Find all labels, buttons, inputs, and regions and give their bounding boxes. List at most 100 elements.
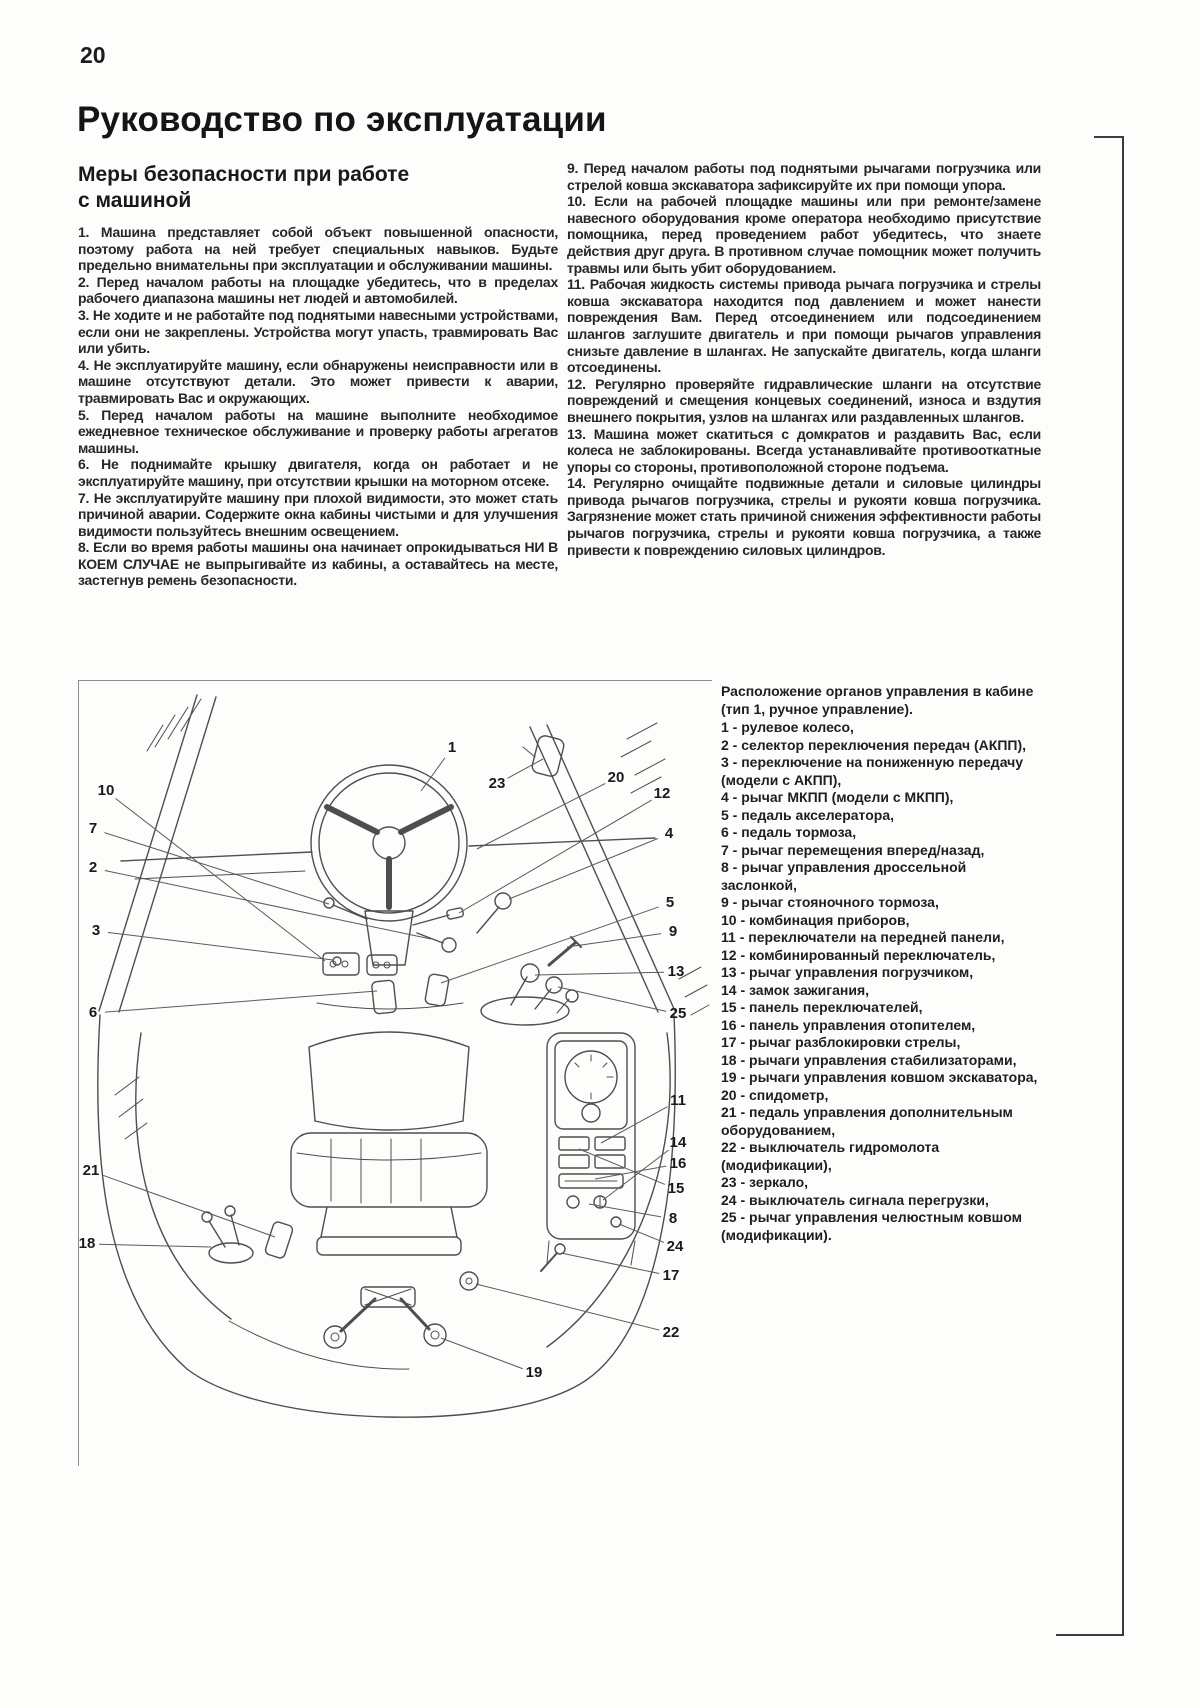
callout-number: 24 [667,1238,684,1255]
page-number: 20 [80,42,106,68]
stabilizer-levers [201,1205,254,1264]
callout-number: 16 [670,1155,687,1172]
column-left: Меры безопасности при работе с машиной 1… [78,160,558,589]
callout-leader-line [507,758,544,779]
callout-leader-line [600,1106,668,1144]
callout-leader-line [102,1174,276,1238]
legend-title: Расположение органов управления в кабине… [721,683,1034,717]
callout-number: 13 [668,963,685,980]
section-heading: Меры безопасности при работе с машиной [78,163,410,212]
callout-leader-line [98,1243,212,1248]
excavator-levers [323,1286,447,1349]
callout-leader-line [104,832,330,905]
callout-number: 22 [663,1324,680,1341]
cab-drawing [97,694,710,1418]
callout-leader-line [420,757,446,792]
callout-leader-line [107,931,334,961]
callout-leader-line [115,797,326,962]
safety-items-right: 9. Перед началом работы под поднятыми ры… [567,160,1041,558]
safety-item: 5. Перед началом работы на машине выполн… [78,406,558,456]
callout-leader-line [560,1252,660,1275]
callout-number: 7 [89,820,97,837]
page-title: Руководство по эксплуатации [77,100,607,139]
callout-number: 14 [670,1134,687,1151]
scan-edge-line [1122,136,1124,1636]
safety-item: 4. Не эксплуатируйте машину, если обнару… [78,356,558,406]
legend-item: 25 - рычаг управления челюстным ковшом (… [721,1209,1023,1243]
callout-number: 19 [526,1364,543,1381]
loader-levers [480,963,579,1026]
callout-leader-line [566,933,662,948]
safety-item: 9. Перед началом работы под поднятыми ры… [567,160,1041,193]
legend-item: 11 - переключатели на передней панели, [721,929,1005,945]
column-right: 9. Перед началом работы под поднятыми ры… [567,160,1041,589]
callout-number: 10 [98,782,115,799]
safety-item: 2. Перед началом работы на площадке убед… [78,273,558,307]
callout-number: 6 [89,1004,97,1021]
callout-leader-line [440,1337,523,1370]
safety-item: 1. Машина представляет собой объект повы… [78,224,558,274]
instrument-cluster [322,952,398,976]
callout-leader-line [440,906,659,984]
hatch-marks [114,698,710,1140]
safety-items-left: 1. Машина представляет собой объект повы… [78,224,558,589]
legend-item: 17 - рычаг разблокировки стрелы, [721,1034,961,1050]
legend-item: 15 - панель переключателей, [721,999,923,1015]
legend-item: 22 - выключатель гидромолота (модификаци… [721,1139,940,1173]
callout-leader-line [104,869,432,940]
callout-number: 25 [670,1005,687,1022]
callout-number: 11 [670,1092,686,1109]
legend-item: 1 - рулевое колесо, [721,719,854,735]
safety-item: 14. Регулярно очищайте подвижные детали … [567,475,1041,558]
callout-number: 15 [668,1180,685,1197]
callout-number: 1 [448,739,456,756]
scan-edge-tick-bottom [1056,1634,1124,1636]
callout-number: 3 [92,922,100,939]
callout-number: 9 [669,923,677,940]
legend-item: 13 - рычаг управления погрузчиком, [721,964,974,980]
legend-items: 1 - рулевое колесо,2 - селектор переключ… [721,719,1041,1244]
legend-item: 8 - рычаг управления дроссельной заслонк… [721,859,967,893]
callout-number: 18 [79,1235,95,1252]
callout-number: 8 [669,1210,677,1227]
legend-item: 18 - рычаги управления стабилизаторами, [721,1051,1017,1068]
safety-item: 6. Не поднимайте крышку двигателя, когда… [78,456,558,489]
operator-seat [290,1031,488,1256]
legend-item: 24 - выключатель сигнала перегрузки, [721,1191,989,1208]
callout-leader-line [578,1148,666,1185]
figure-legend: Расположение органов управления в кабине… [721,683,1041,1244]
callout-number: 21 [83,1162,100,1179]
legend-item: 16 - панель управления отопителем, [721,1016,976,1033]
safety-item: 11. Рабочая жидкость системы привода рыч… [567,276,1041,376]
legend-item: 2 - селектор переключения передач (АКПП)… [721,736,1026,753]
safety-item: 3. Не ходите и не работайте под поднятым… [78,306,558,357]
legend-item: 6 - педаль тормоза, [721,824,857,840]
callout-number: 2 [89,859,97,876]
cab-diagram-svg: 1232012459132511141615824172219107236211… [79,694,710,1418]
callout-number: 4 [665,825,674,842]
text-columns: Меры безопасности при работе с машиной 1… [78,160,1041,589]
callout-leader-line [588,1203,662,1218]
callout-leader-line [508,838,659,900]
safety-item: 13. Машина может скатиться с домкратов и… [567,425,1041,475]
callout-leader-line [476,783,606,850]
callout-leader-line [594,1165,667,1180]
legend-item: 20 - спидометр, [721,1086,829,1103]
legend-item: 21 - педаль управления дополнительным об… [721,1104,1013,1138]
safety-item: 12. Регулярно проверяйте гидравлические … [567,375,1041,425]
safety-item: 10. Если на рабочей площадке машины или … [567,193,1041,276]
legend-item: 19 - рычаги управления ковшом экскаватор… [721,1069,1038,1085]
callout-leader-line [602,1149,669,1201]
safety-item: 8. Если во время работы машины она начин… [78,539,558,589]
callout-number: 12 [654,785,671,802]
legend-item: 9 - рычаг стояночного тормоза, [721,894,939,910]
callout-number: 5 [666,894,674,911]
legend-item: 10 - комбинация приборов, [721,911,910,928]
legend-item: 5 - педаль акселератора, [721,806,894,823]
callout-leader-line [534,971,665,976]
callout-leader-line [557,986,667,1012]
